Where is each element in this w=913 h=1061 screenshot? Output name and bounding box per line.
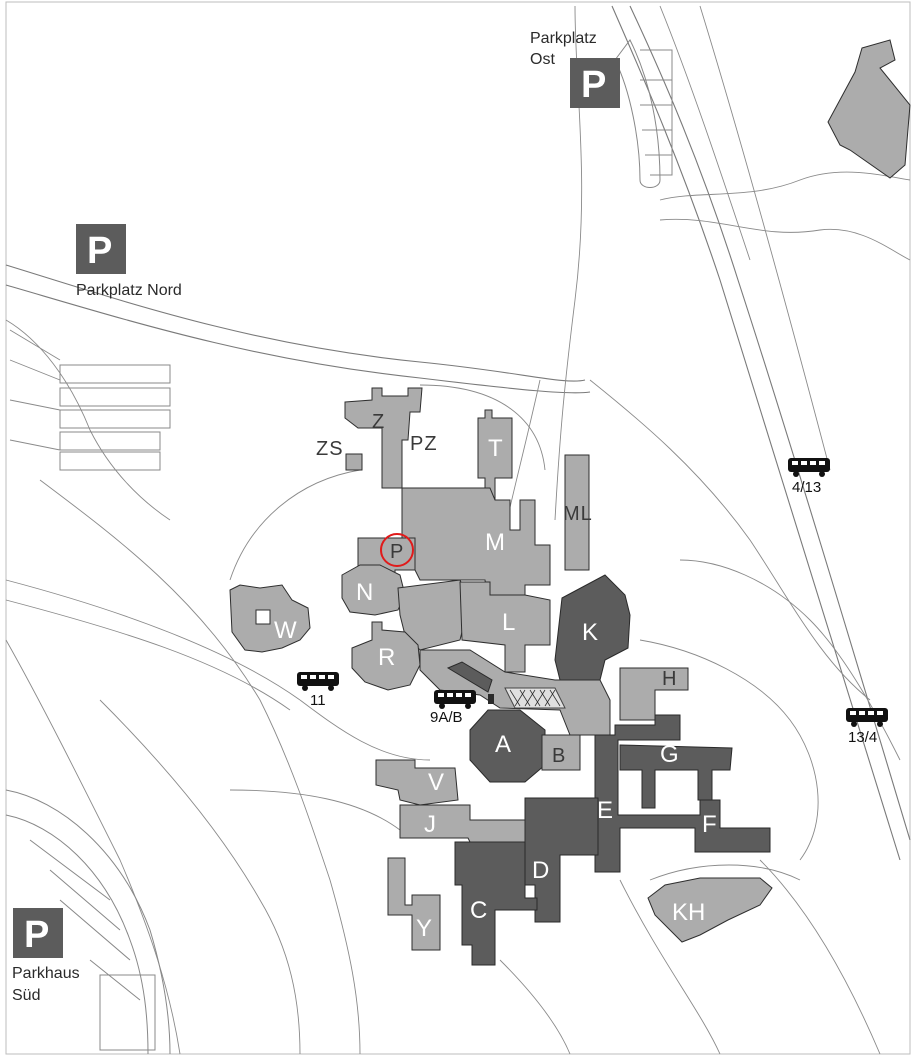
parking-nord-icon (76, 224, 126, 274)
parking-nord-sign: P (87, 230, 112, 272)
label-y: Y (416, 915, 432, 942)
parking-sued-label-1: Parkhaus (12, 965, 80, 982)
bus-label-13-4: 13/4 (848, 729, 877, 746)
parking-ost-label-2: Ost (530, 51, 555, 68)
bus-label-4-13: 4/13 (792, 479, 821, 496)
parking-sued-icon (13, 908, 63, 958)
label-j: J (424, 811, 436, 838)
building-y[interactable] (387, 857, 441, 951)
label-m: M (485, 529, 505, 556)
building-n[interactable] (341, 564, 406, 616)
parking-nord-label: Parkplatz Nord (76, 282, 182, 299)
label-z: Z (372, 411, 385, 433)
bus-icon (297, 672, 339, 691)
building-r[interactable] (351, 621, 421, 691)
bus-icon (788, 458, 830, 477)
parking-ost-icon (570, 58, 620, 108)
building-k[interactable] (554, 574, 631, 681)
parking-ost-sign: P (581, 64, 606, 106)
road-network (5, 5, 911, 1055)
building-v[interactable] (375, 759, 459, 806)
building-c[interactable] (454, 841, 538, 966)
label-t: T (488, 435, 503, 462)
label-b: B (552, 745, 566, 767)
label-p: P (390, 541, 404, 563)
building-ml[interactable] (564, 454, 590, 571)
parking-lot-nord-area (9, 329, 171, 471)
bus-stop-4-13[interactable]: 4/13 (788, 458, 830, 496)
bus-icon (846, 708, 888, 727)
label-k: K (582, 619, 598, 646)
label-a: A (495, 731, 511, 758)
label-kh: KH (672, 899, 705, 926)
label-zs: ZS (316, 438, 344, 460)
label-n: N (356, 579, 373, 606)
parking-ost-label-1: Parkplatz (530, 30, 597, 47)
bus-stop-9ab[interactable]: 9A/B (430, 690, 476, 726)
label-pz: PZ (410, 433, 438, 455)
label-g: G (660, 741, 679, 768)
bus-stop-13-4[interactable]: 13/4 (846, 708, 888, 746)
bus-icon (434, 690, 476, 709)
walkway-dark (446, 661, 493, 693)
bus-stop-marker (488, 694, 494, 704)
parking-nord[interactable]: P Parkplatz Nord (76, 224, 182, 299)
bus-label-11: 11 (310, 692, 326, 709)
glass-canopy (504, 687, 566, 709)
building-zs[interactable] (345, 453, 363, 471)
highlight-circle-p (380, 533, 414, 567)
label-l: L (502, 609, 515, 636)
parking-sued[interactable]: P Parkhaus Süd (12, 908, 80, 1004)
building-z[interactable] (344, 387, 423, 489)
parking-sued-label-2: Süd (12, 987, 40, 1004)
label-w: W (274, 617, 297, 644)
building-labels: Z ZS PZ T ML M P N W L K R H A B G V E J… (274, 411, 717, 942)
building-j[interactable] (399, 804, 526, 843)
building-w-court (255, 609, 271, 625)
building-kh[interactable] (647, 877, 773, 943)
building-l[interactable] (459, 581, 551, 673)
parking-sued-sign: P (24, 914, 49, 956)
building-d[interactable] (524, 797, 599, 923)
label-v: V (428, 769, 444, 796)
label-f: F (702, 811, 717, 838)
building-m[interactable] (401, 487, 551, 596)
parking-lot-ost-area (614, 39, 673, 188)
bus-stop-11[interactable]: 11 (297, 672, 339, 709)
label-e: E (597, 797, 613, 824)
bus-label-9ab: 9A/B (430, 709, 463, 726)
label-r: R (378, 644, 395, 671)
building-a[interactable] (469, 709, 546, 783)
label-ml: ML (563, 503, 593, 525)
building-t[interactable] (477, 409, 513, 501)
building-ne[interactable] (827, 39, 911, 179)
label-c: C (470, 897, 487, 924)
building-b[interactable] (541, 734, 581, 771)
parking-garage-sued-area (5, 789, 171, 1055)
label-d: D (532, 857, 549, 884)
building-h[interactable] (619, 667, 689, 721)
building-g[interactable] (619, 744, 733, 809)
parking-ost[interactable]: P Parkplatz Ost (530, 30, 620, 108)
label-h: H (662, 668, 677, 690)
